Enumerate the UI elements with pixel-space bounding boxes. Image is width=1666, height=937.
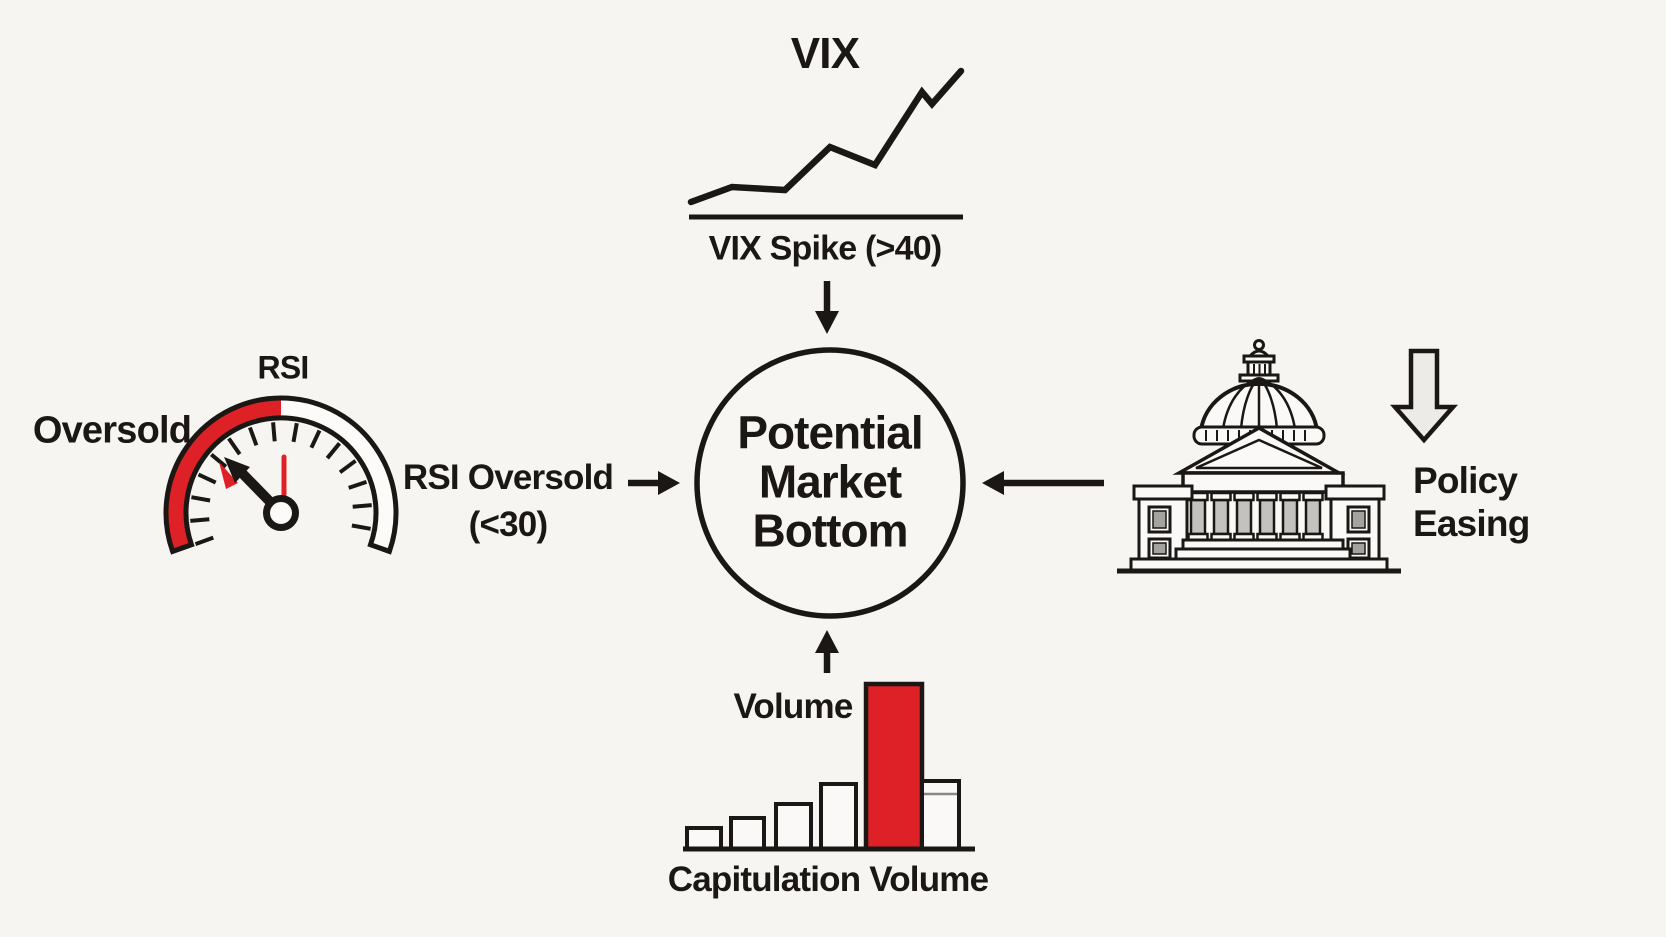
gauge-hub [263, 495, 299, 531]
gauge-needle-red-tip [219, 462, 238, 489]
center-node-line1: Potential [737, 406, 923, 459]
arrow-up-connector [815, 630, 839, 673]
gauge-ticks [190, 422, 372, 546]
market-bottom-circle [694, 347, 966, 619]
volume-bar [729, 816, 766, 851]
capitulation-bar [863, 681, 925, 852]
volume-bar [920, 779, 961, 851]
rsi-title: RSI [257, 349, 310, 386]
rsi-caption: RSI Oversold (<30) [402, 454, 614, 548]
gauge-white-zone [281, 398, 397, 552]
vix-caption: VIX Spike (>40) [708, 229, 943, 268]
volume-caption: Capitulation Volume [667, 860, 989, 899]
policy-line2: Easing [1413, 503, 1530, 544]
rsi-gauge-icon [163, 395, 399, 555]
arrow-left-connector [982, 471, 1104, 495]
rsi-caption-line2: (<30) [468, 505, 548, 544]
arrow-down-connector [815, 281, 839, 334]
gauge-band-outline [163, 395, 399, 555]
center-node-label: Potential Market Bottom [737, 406, 923, 557]
policy-line1: Policy [1413, 460, 1518, 501]
vix-sparkline-icon [687, 67, 965, 220]
volume-bar [819, 782, 858, 851]
policy-easing-label: Policy Easing [1413, 459, 1530, 545]
volume-bar [774, 802, 813, 851]
volume-title: Volume [733, 687, 853, 726]
center-node-line3: Bottom [752, 504, 909, 557]
policy-down-arrow-icon [1390, 348, 1458, 444]
volume-bar-chart-icon [683, 681, 975, 852]
gauge-red-zone [165, 398, 281, 552]
central-bank-building-icon [1117, 339, 1401, 574]
dome-ribs [1221, 376, 1297, 430]
columns [1187, 491, 1324, 543]
arrow-right-connector [628, 471, 680, 495]
center-node-line2: Market [758, 455, 902, 508]
gauge-needle-head [224, 457, 250, 483]
volume-bar [685, 826, 723, 851]
rsi-oversold-label: Oversold [32, 409, 192, 452]
vix-title: VIX [790, 29, 860, 78]
vix-line [687, 67, 965, 206]
rsi-caption-line1: RSI Oversold [402, 458, 614, 497]
